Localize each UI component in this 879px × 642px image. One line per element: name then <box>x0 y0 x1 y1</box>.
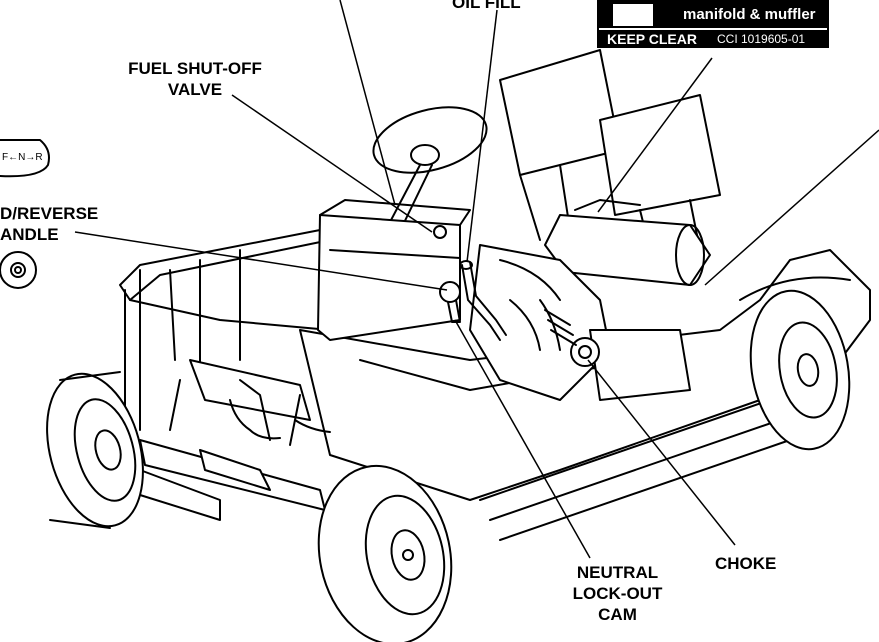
selector-marks: F←N→R <box>2 152 43 163</box>
leader-line-neutral-cam <box>454 319 591 559</box>
label-fuel-shutoff-valve: FUEL SHUT-OFF VALVE <box>128 59 262 99</box>
front-suspension <box>139 359 331 521</box>
front-frame <box>119 229 331 431</box>
label-neutral-lockout-cam: NEUTRAL LOCK-OUT CAM <box>572 563 663 624</box>
engine-assembly <box>469 244 691 401</box>
label-fwd-rev-handle: D/REVERSE ANDLE <box>0 204 99 244</box>
muffler <box>544 199 711 286</box>
leader-line-right <box>704 129 879 286</box>
seat-backs <box>499 49 721 251</box>
decal-keep-clear: KEEP CLEAR <box>607 31 697 47</box>
leader-line-fuel-valve <box>231 94 433 233</box>
fwd-rev-selector-dial <box>0 139 50 289</box>
front-left-wheel <box>46 371 144 529</box>
decal-part-number: CCI 1019605-01 <box>717 32 806 46</box>
label-oil-fill: OIL FILL <box>452 0 521 12</box>
decal-bottom-band: KEEP CLEAR CCI 1019605-01 <box>599 28 827 48</box>
decal-top-text: manifold & muffler <box>683 6 816 23</box>
rear-right-wheel <box>739 276 851 451</box>
leader-lines <box>74 0 879 559</box>
leader-line-oil-fill <box>466 9 498 263</box>
leader-line-muffler <box>597 57 713 213</box>
front-right-wheel <box>317 464 453 642</box>
warning-decal: manifold & muffler KEEP CLEAR CCI 101960… <box>597 0 829 48</box>
oil-fill-tube <box>459 260 507 341</box>
leader-line-top <box>339 0 396 206</box>
leader-line-fwd-rev <box>74 231 448 291</box>
fuel-tank <box>317 199 471 341</box>
hot-surface-icon <box>613 4 653 26</box>
leader-line-choke <box>587 359 736 546</box>
decal-top-band: manifold & muffler <box>599 2 827 28</box>
label-choke: CHOKE <box>715 554 777 573</box>
